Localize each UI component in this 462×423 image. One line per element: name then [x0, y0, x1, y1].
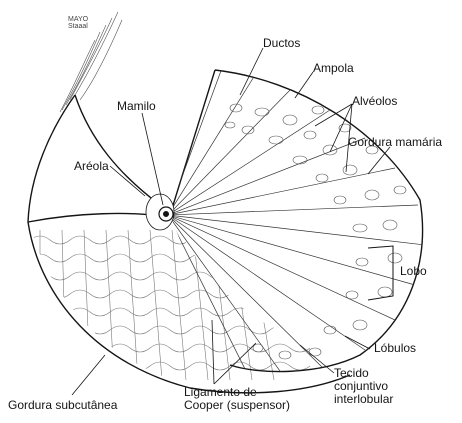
label-areola: Aréola: [74, 160, 109, 173]
label-gordura-subcutanea: Gordura subcutânea: [8, 399, 117, 412]
label-gordura-mamaria: Gordura mamária: [348, 136, 442, 149]
nipple-areola: [146, 194, 174, 230]
subcutaneous-fat-texture: [30, 230, 310, 380]
label-alveolos: Alvéolos: [352, 95, 397, 108]
label-ampola: Ampola: [313, 62, 354, 75]
gland-outline: [170, 70, 423, 372]
label-lobulos: Lóbulos: [374, 342, 416, 355]
illustrator-credit: MAYO Staaal: [68, 16, 88, 30]
label-ductos: Ductos: [263, 37, 300, 50]
label-lobo: Lobo: [400, 265, 427, 278]
label-mamilo: Mamilo: [117, 100, 156, 113]
label-ligamento-de-cooper: Ligamento de Cooper (suspensor): [184, 386, 290, 412]
label-tecido-conjuntivo: Tecido conjuntivo interlobular: [334, 367, 393, 406]
